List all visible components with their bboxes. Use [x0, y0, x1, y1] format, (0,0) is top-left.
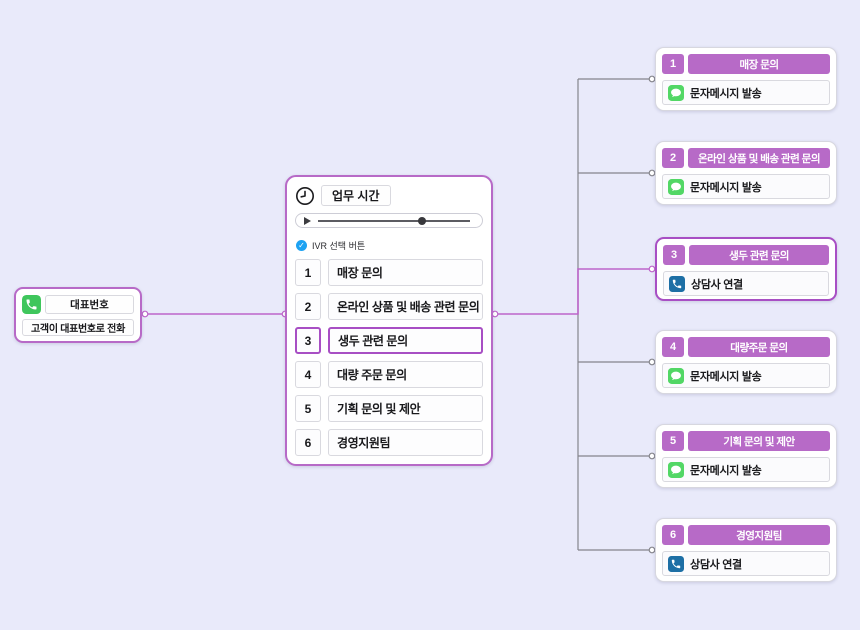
- phone-blue-icon: [669, 275, 685, 292]
- message-icon: [668, 461, 684, 478]
- outcome-action-label: 상담사 연결: [691, 278, 743, 291]
- outcome-number-badge: 2: [662, 148, 684, 168]
- outcome-action-label: 상담사 연결: [690, 558, 742, 571]
- phone-blue-icon: [668, 555, 684, 572]
- clock-icon: [295, 186, 315, 206]
- outcome-title: 기획 문의 및 제안: [688, 431, 830, 451]
- outcome-title: 대량주문 문의: [688, 337, 830, 357]
- ivr-item-label: 매장 문의: [328, 259, 483, 286]
- ivr-menu-item[interactable]: 2 온라인 상품 및 배송 관련 문의: [295, 293, 483, 320]
- gray-wires: [577, 78, 650, 551]
- outcome-node[interactable]: 4 대량주문 문의 문자메시지 발송: [655, 330, 837, 394]
- outcome-action: 문자메시지 발송: [662, 363, 830, 388]
- ivr-item-number: 3: [295, 327, 321, 354]
- main-number-node[interactable]: 대표번호 고객이 대표번호로 전화: [14, 287, 142, 343]
- ivr-section-label: IVR 선택 버튼: [312, 241, 366, 251]
- business-hours-node[interactable]: 업무 시간 ✓ IVR 선택 버튼 1 매장 문의 2 온라인 상품 및 배송 …: [285, 175, 493, 466]
- ivr-item-number: 2: [295, 293, 321, 320]
- ivr-item-label: 기획 문의 및 제안: [328, 395, 483, 422]
- ivr-menu-item[interactable]: 4 대량 주문 문의: [295, 361, 483, 388]
- ivr-item-label: 경영지원팀: [328, 429, 483, 456]
- audio-progress-track[interactable]: [318, 216, 470, 225]
- main-number-description: 고객이 대표번호로 전화: [22, 319, 134, 336]
- outcome-action-label: 문자메시지 발송: [690, 370, 762, 383]
- ivr-item-number: 4: [295, 361, 321, 388]
- outcome-title: 생두 관련 문의: [689, 245, 829, 265]
- outcome-action: 문자메시지 발송: [662, 174, 830, 199]
- outcome-number-badge: 1: [662, 54, 684, 74]
- outcome-title: 매장 문의: [688, 54, 830, 74]
- ivr-menu-item[interactable]: 1 매장 문의: [295, 259, 483, 286]
- play-icon[interactable]: [304, 216, 311, 225]
- ivr-menu-list: 1 매장 문의 2 온라인 상품 및 배송 관련 문의 3 생두 관련 문의 4…: [295, 259, 483, 456]
- outcome-action: 상담사 연결: [663, 271, 829, 296]
- ivr-item-number: 6: [295, 429, 321, 456]
- ivr-item-number: 1: [295, 259, 321, 286]
- ivr-item-number: 5: [295, 395, 321, 422]
- message-icon: [668, 367, 684, 384]
- outcome-node[interactable]: 6 경영지원팀 상담사 연결: [655, 518, 837, 582]
- ivr-menu-item[interactable]: 3 생두 관련 문의: [295, 327, 483, 354]
- outcome-action: 상담사 연결: [662, 551, 830, 576]
- outcome-node[interactable]: 2 온라인 상품 및 배송 관련 문의 문자메시지 발송: [655, 141, 837, 205]
- outcome-action-label: 문자메시지 발송: [690, 87, 762, 100]
- outcome-node[interactable]: 1 매장 문의 문자메시지 발송: [655, 47, 837, 111]
- ivr-menu-item[interactable]: 6 경영지원팀: [295, 429, 483, 456]
- outcome-title: 경영지원팀: [688, 525, 830, 545]
- outcome-action: 문자메시지 발송: [662, 80, 830, 105]
- ivr-item-label: 온라인 상품 및 배송 관련 문의: [328, 293, 483, 320]
- ivr-item-label: 대량 주문 문의: [328, 361, 483, 388]
- outcome-action-label: 문자메시지 발송: [690, 464, 762, 477]
- outcome-number-badge: 3: [663, 245, 685, 265]
- message-icon: [668, 178, 684, 195]
- ivr-menu-item[interactable]: 5 기획 문의 및 제안: [295, 395, 483, 422]
- phone-green-icon: [22, 295, 41, 314]
- check-circle-icon: ✓: [296, 240, 307, 251]
- outcome-node[interactable]: 3 생두 관련 문의 상담사 연결: [655, 237, 837, 301]
- main-number-title: 대표번호: [45, 295, 134, 314]
- message-icon: [668, 84, 684, 101]
- ivr-item-label: 생두 관련 문의: [328, 327, 483, 354]
- business-hours-label: 업무 시간: [321, 185, 391, 206]
- audio-progress-knob[interactable]: [418, 216, 427, 225]
- outcome-title: 온라인 상품 및 배송 관련 문의: [688, 148, 830, 168]
- audio-player[interactable]: [295, 213, 483, 228]
- outcome-action: 문자메시지 발송: [662, 457, 830, 482]
- outcome-node[interactable]: 5 기획 문의 및 제안 문자메시지 발송: [655, 424, 837, 488]
- outcome-number-badge: 6: [662, 525, 684, 545]
- outcome-number-badge: 4: [662, 337, 684, 357]
- outcome-number-badge: 5: [662, 431, 684, 451]
- outcome-action-label: 문자메시지 발송: [690, 181, 762, 194]
